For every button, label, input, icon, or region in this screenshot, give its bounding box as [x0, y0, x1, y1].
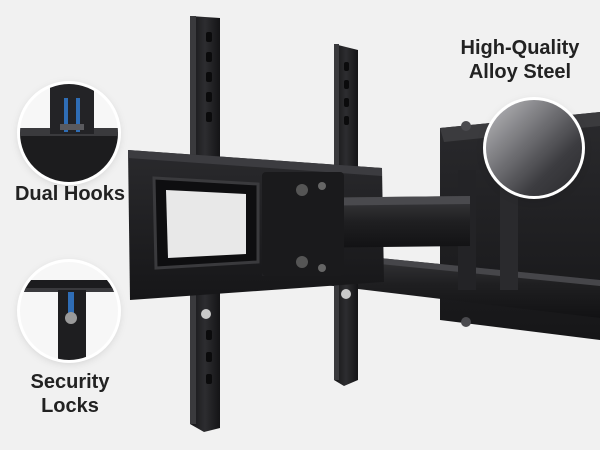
- dual-hooks-callout: [20, 84, 118, 182]
- swivel-joint: [262, 172, 344, 276]
- steel-texture-closeup-image: [486, 100, 582, 196]
- lock-closeup-image: [20, 262, 118, 360]
- dual-hooks-label: Dual Hooks: [14, 183, 126, 205]
- alloy-steel-callout: [486, 100, 582, 196]
- security-locks-callout: [20, 262, 118, 360]
- hook-closeup-image: [20, 84, 118, 182]
- security-locks-label: Security Locks: [30, 371, 110, 417]
- rail-screws: [201, 289, 351, 319]
- alloy-steel-label: High-Quality Alloy Steel: [460, 37, 580, 83]
